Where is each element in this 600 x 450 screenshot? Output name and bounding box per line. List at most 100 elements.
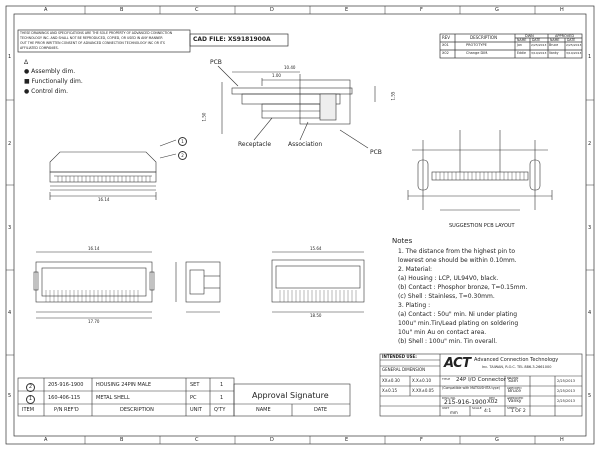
rev-subheader: NAME (517, 38, 527, 42)
legend-item: ● Control dim. (24, 88, 68, 95)
intended-use-label: INTENDED USE: (382, 354, 417, 359)
note-line: 100u" min.Tin/Lead plating on soldering (398, 320, 519, 327)
bom-header: DESCRIPTION (120, 407, 154, 413)
col-letter: C (195, 437, 199, 443)
col-letter: G (495, 437, 499, 443)
row-number: 5 (8, 393, 12, 399)
rev-row-cell: Bruce (549, 43, 559, 47)
bom-qty: 1 (220, 382, 224, 388)
general-dimension-label: GENERAL DIMENSION (382, 367, 426, 372)
dim-label: 1.00 (272, 73, 281, 78)
approval-name-col: NAME (256, 407, 271, 413)
scale-label: SCALE (472, 406, 482, 410)
note-line: (b) Shell : 100u" min. Tin overall. (398, 338, 498, 345)
col-letter: D (270, 7, 274, 13)
bom-item-number: 1 (26, 395, 35, 404)
rev-header: DWN (525, 33, 534, 38)
row-number: 3 (8, 225, 12, 231)
col-letter: B (120, 7, 124, 13)
col-letter: F (420, 7, 423, 13)
note-line: 2. Material: (398, 266, 433, 273)
col-letter: A (44, 7, 48, 13)
dim-label: 1.50 (201, 112, 207, 122)
dim-label: 16.14 (98, 197, 110, 202)
sheet-value: 1 OF 2 (511, 409, 526, 414)
dwg-no-label: DWG NO. (442, 396, 456, 400)
note-line: (a) Contact : 50u" min. Ni under plating (398, 311, 518, 318)
tolerance: X.XX±0.05 (412, 388, 434, 393)
rev-header: REV (442, 35, 451, 40)
rev-row-cell: 2/25/2013 (531, 43, 547, 47)
bom-pn: 205-916-1900 (48, 382, 84, 388)
col-letter: A (44, 437, 48, 443)
approval-date-col: DATE (314, 407, 328, 413)
balloon-1: 1 (178, 137, 187, 146)
col-letter: C (195, 7, 199, 13)
rev-row-cell: Vanky (549, 51, 559, 55)
pcb-callout: PCB (370, 149, 382, 156)
notes-title: Notes (392, 237, 413, 245)
title-label: TITLE (442, 377, 451, 381)
notice-line: TECHNOLOGY INC. AND SHALL NOT BE REPRODU… (20, 36, 163, 40)
bom-pn: 160-406-115 (48, 395, 81, 401)
part-title: 24P I/O Connector (456, 377, 506, 383)
row-number: 5 (588, 393, 592, 399)
cad-file-label: CAD FILE: XS9181900A (193, 36, 271, 43)
rev-row-cell: 3/19/2013 (566, 51, 582, 55)
row-number: 4 (588, 310, 592, 316)
bom-unit: PC (190, 395, 197, 401)
legend-label: Functionally dim. (31, 78, 83, 85)
col-letter: E (345, 7, 349, 13)
rev-label: REV (489, 396, 496, 400)
drawn-date: 2/25/2013 (557, 379, 575, 383)
company-logo: ACT (444, 356, 471, 371)
row-number: 3 (588, 225, 592, 231)
col-letter: G (495, 7, 499, 13)
rev-row-id: X02 (442, 51, 449, 55)
bom-desc: HOUSING 24PIN MALE (96, 382, 152, 388)
row-number: 2 (588, 141, 592, 147)
approved-label: APPROVED (507, 396, 524, 400)
col-letter: E (345, 437, 349, 443)
rev-row-cell: Jon (517, 43, 522, 47)
bom-header: ITEM (22, 407, 35, 413)
note-line: (c) Shell : Stainless, T=0.30mm. (398, 293, 495, 300)
rev-row-cell: Eddie (517, 51, 526, 55)
unit-label: UNIT (442, 406, 450, 410)
rev-row-id: X01 (442, 43, 449, 47)
scale-value: 4:1 (484, 409, 492, 414)
rev-header: APPROVED (555, 33, 575, 38)
rev-subheader: DATE (532, 38, 541, 42)
legend-item: ● Assembly dim. (24, 68, 76, 75)
rev-value: X02 (487, 399, 498, 405)
note-line: 3. Plating : (398, 302, 431, 309)
col-letter: B (120, 437, 124, 443)
company-sub: Inc. TAIWAN, R.O.C. TEL 886-3-2661000 (482, 365, 552, 369)
note-line: 10u" min Au on contact area. (398, 329, 487, 336)
sheet-label: SHEET (507, 406, 517, 410)
col-letter: D (270, 437, 274, 443)
note-line: lowerest one should be within 0.10mm. (398, 257, 517, 264)
pcb-callout: PCB (210, 59, 222, 66)
bom-item-number: 2 (26, 383, 35, 392)
dim-label: 15.64 (310, 246, 322, 251)
rev-row-cell: 2/25/2013 (566, 43, 582, 47)
legend-item: ■ Functionally dim. (24, 78, 83, 85)
unit-value: mm (450, 410, 458, 415)
association-callout: Association (288, 141, 323, 148)
dim-label: 10.40 (284, 65, 296, 70)
col-letter: H (560, 7, 564, 13)
drawn-label: DRAWN (507, 376, 519, 380)
bom-header: UNIT (190, 407, 202, 413)
approved-date: 2/25/2013 (557, 399, 575, 403)
col-letter: H (560, 437, 564, 443)
checked-label: CHECKED (507, 386, 522, 390)
receptacle-callout: Receptacle (238, 141, 272, 148)
dim-label: 1.55 (390, 91, 396, 101)
tolerance: X.X±0.10 (412, 378, 432, 383)
notice-line: OUT THE PRIOR WRITTEN CONSENT OF ADVANCE… (20, 41, 165, 45)
approval-signature-label: Approval Signature (252, 391, 329, 400)
part-subtitle: (Compatible with MATSUSHITA type) (442, 386, 500, 390)
